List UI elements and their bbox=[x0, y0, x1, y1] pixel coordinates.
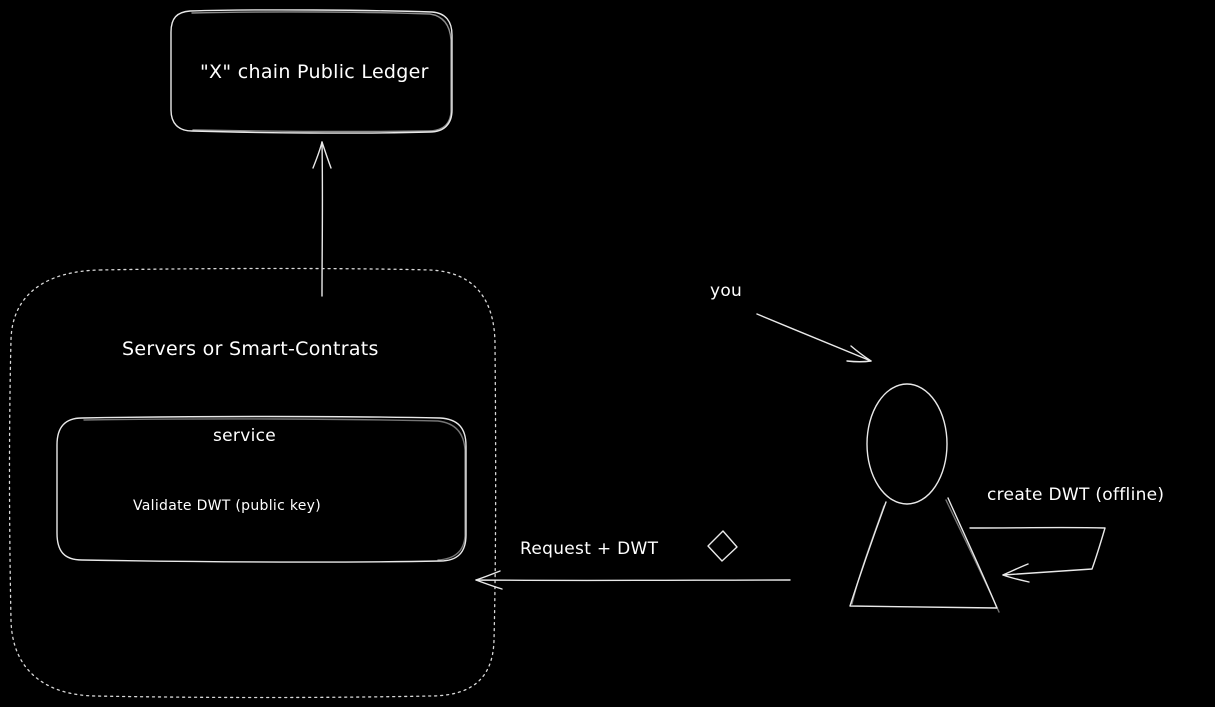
service-box[interactable] bbox=[56, 415, 467, 563]
person-figure[interactable] bbox=[849, 383, 1000, 613]
ledger-label: "X" chain Public Ledger bbox=[200, 61, 429, 83]
self-loop-label: create DWT (offline) bbox=[987, 485, 1165, 505]
person-body bbox=[849, 497, 998, 609]
you-label: you bbox=[710, 281, 743, 301]
server-group-label: Servers or Smart-Contrats bbox=[122, 338, 379, 360]
token-diamond-icon bbox=[707, 530, 738, 562]
arrow-to-ledger bbox=[312, 141, 332, 297]
request-label: Request + DWT bbox=[520, 539, 659, 559]
person-head bbox=[866, 383, 948, 505]
service-body: Validate DWT (public key) bbox=[133, 498, 321, 514]
self-loop-arrow bbox=[969, 526, 1106, 583]
you-pointer-arrow bbox=[756, 313, 872, 363]
ledger-box[interactable] bbox=[170, 9, 453, 134]
service-title: service bbox=[213, 426, 276, 446]
request-arrow bbox=[475, 570, 791, 590]
server-group-outline[interactable] bbox=[8, 267, 497, 699]
